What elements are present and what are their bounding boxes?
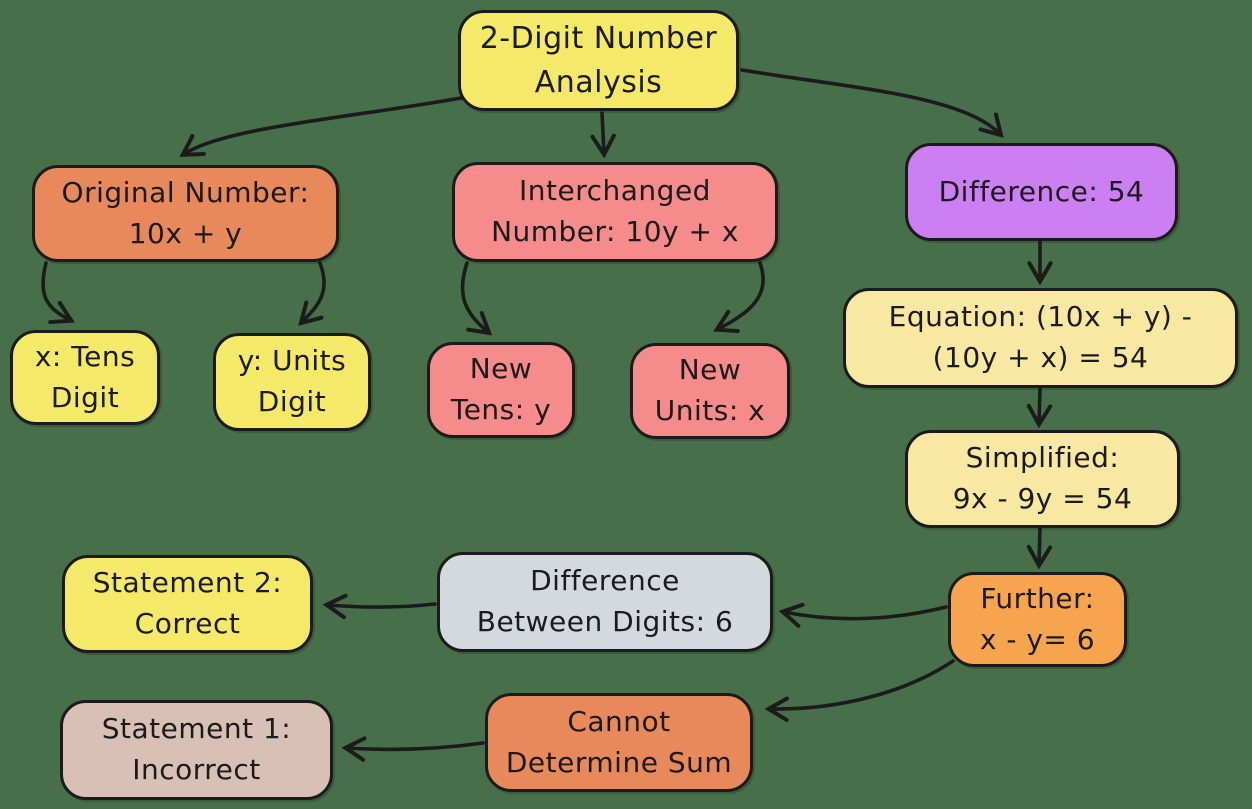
node-original-number: Original Number: 10x + y <box>32 165 339 262</box>
edge-title-to-difference <box>740 68 1004 138</box>
node-simplified: Simplified: 9x - 9y = 54 <box>905 430 1180 528</box>
node-units-digit: y: Units Digit <box>213 333 371 431</box>
node-difference: Difference: 54 <box>905 143 1178 241</box>
edge-original-number-to-units-digit <box>298 261 326 326</box>
node-interchanged-number: Interchanged Number: 10y + x <box>452 162 778 262</box>
edge-title-to-original-number <box>179 94 474 157</box>
edge-equation-to-simplified <box>1026 387 1053 429</box>
edge-interchanged-to-new-units <box>713 261 765 334</box>
edge-further-to-cannot-determine-sum <box>764 659 955 722</box>
edge-title-to-interchanged-number <box>590 111 616 159</box>
node-tens-digit: x: Tens Digit <box>10 330 160 425</box>
node-equation: Equation: (10x + y) - (10y + x) = 54 <box>843 288 1238 388</box>
edge-further-to-difference-digits <box>778 602 948 628</box>
edge-difference-digits-to-statement-2 <box>322 593 437 620</box>
node-new-tens: New Tens: y <box>427 342 575 438</box>
node-cannot-determine-sum: Cannot Determine Sum <box>485 693 753 792</box>
edge-simplified-to-further <box>1026 527 1053 570</box>
node-title: 2-Digit Number Analysis <box>458 10 739 111</box>
node-new-units: New Units: x <box>630 343 790 439</box>
node-difference-between-digits: Difference Between Digits: 6 <box>437 552 773 652</box>
node-statement-1: Statement 1: Incorrect <box>60 700 333 800</box>
edge-original-number-to-tens-digit <box>41 261 75 325</box>
node-further: Further: x - y= 6 <box>948 572 1127 667</box>
node-statement-2: Statement 2: Correct <box>62 555 313 653</box>
edge-interchanged-to-new-tens <box>460 261 493 336</box>
edge-cannot-determine-to-statement-1 <box>341 736 485 762</box>
